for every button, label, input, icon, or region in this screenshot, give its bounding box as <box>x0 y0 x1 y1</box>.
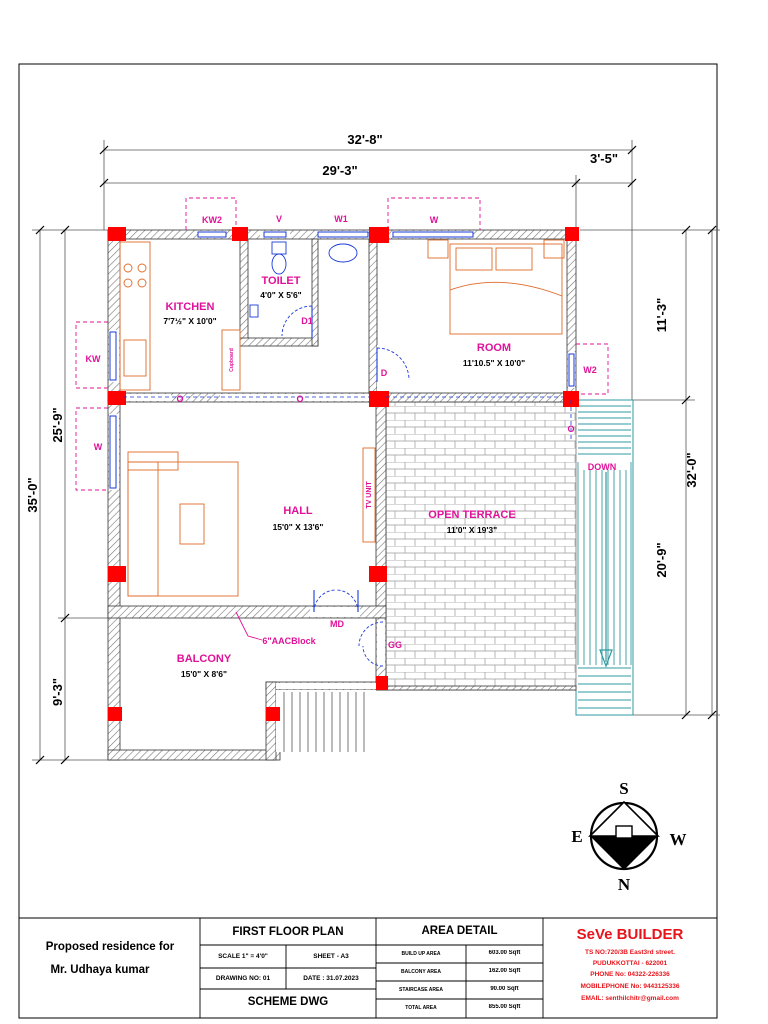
label-cupboard: Cupboard <box>229 348 235 372</box>
label-o1: O <box>176 394 183 404</box>
area-row-value: 603.00 Sqft <box>488 950 521 956</box>
dim-left-upper: 25'-9" <box>50 407 65 442</box>
area-row-value: 855.00 Sqft <box>488 1004 521 1010</box>
scheme-label: SCHEME DWG <box>247 996 329 1008</box>
label-md: MD <box>330 619 344 629</box>
balcony-size: 15'0" X 8'6" <box>181 669 227 679</box>
dim-stair-width: 3'-5" <box>590 151 618 166</box>
room-size: 11'10.5" X 10'0" <box>463 358 525 368</box>
builder-address-line2: PUDUKKOTTAI - 622001 <box>592 960 668 967</box>
label-w-hall: W <box>94 442 103 452</box>
terrace-name: OPEN TERRACE <box>428 509 515 521</box>
kitchen-counter <box>119 241 151 391</box>
label-kw2: KW2 <box>202 215 222 225</box>
aac-leader <box>235 611 263 641</box>
kitchen-name: KITCHEN <box>166 301 215 313</box>
kitchen-size: 7'7½" X 10'0" <box>163 316 216 326</box>
dim-overall-width: 32'-8" <box>347 132 382 147</box>
compass-n: N <box>618 875 631 894</box>
dim-left-lower: 9'-3" <box>50 678 65 706</box>
plan-title: FIRST FLOOR PLAN <box>232 926 344 938</box>
door-swings <box>281 305 410 667</box>
label-w1: W1 <box>334 214 348 224</box>
compass-e: E <box>571 827 582 846</box>
label-gg: GG <box>388 640 402 650</box>
dim-right-lower: 20'-9" <box>654 542 669 577</box>
hall-sofa-rug <box>127 461 239 597</box>
sheet-border <box>18 63 718 1019</box>
title-block-grid <box>199 918 544 1018</box>
dim-left-total: 35'-0" <box>25 477 40 512</box>
staircase-outline <box>575 399 634 716</box>
label-w-room: W <box>430 215 439 225</box>
label-v: V <box>276 214 282 224</box>
cupboard <box>221 329 241 391</box>
staircase-treads <box>578 405 631 709</box>
client-name: Mr. Udhaya kumar <box>50 964 150 976</box>
sheet-field: SHEET - A3 <box>313 953 349 960</box>
hall-size: 15'0" X 13'6" <box>273 522 324 532</box>
lower-stair-treads <box>283 692 365 752</box>
tv-unit <box>362 447 376 543</box>
window-projections <box>75 197 609 491</box>
proposed-label: Proposed residence for <box>45 941 175 953</box>
area-detail-title: AREA DETAIL <box>421 925 498 937</box>
window-frames <box>109 231 575 489</box>
area-row-value: 162.00 Sqft <box>488 968 521 974</box>
staircase-flight <box>577 462 632 665</box>
date-field: DATE : 31.07.2023 <box>303 975 359 982</box>
label-o3: O <box>567 424 574 434</box>
area-row-value: 90.00 Sqft <box>490 986 519 992</box>
compass-s: S <box>619 779 628 798</box>
compass-w: W <box>670 830 687 849</box>
builder-name: SeVe BUILDER <box>576 926 684 943</box>
dim-right-upper: 11'-3" <box>654 298 669 333</box>
terrace-floor <box>385 401 577 691</box>
builder-mobile: MOBILEPHONE No: 9443125336 <box>580 983 680 990</box>
area-row-label: BALCONY AREA <box>400 969 441 975</box>
furniture <box>119 239 565 597</box>
label-down: DOWN <box>588 462 617 472</box>
area-row-label: TOTAL AREA <box>405 1005 437 1011</box>
columns <box>108 227 579 721</box>
scale-field: SCALE 1" = 4'0" <box>218 953 268 960</box>
label-o2: O <box>296 394 303 404</box>
drawing-no-field: DRAWING NO: 01 <box>215 975 271 982</box>
room-name: ROOM <box>477 342 511 354</box>
opening-lines <box>123 396 572 440</box>
down-arrow-icon <box>599 649 613 668</box>
toilet-fixtures <box>249 241 358 318</box>
label-d1: D1 <box>301 316 313 326</box>
area-row-label: STAIRCASE AREA <box>399 987 443 993</box>
dim-right-total: 32'-0" <box>684 452 699 487</box>
hall-name: HALL <box>283 505 313 517</box>
builder-email: EMAIL: senthilchitr@gmail.com <box>581 995 679 1002</box>
bed <box>449 243 563 335</box>
north-compass-icon <box>588 800 660 871</box>
builder-phone: PHONE No: 04322-226336 <box>590 971 670 978</box>
balcony-name: BALCONY <box>177 653 232 665</box>
terrace-size: 11'0" X 19'3" <box>447 525 497 535</box>
label-w2: W2 <box>583 365 597 375</box>
toilet-size: 4'0" X 5'6" <box>260 290 301 300</box>
label-tv-unit: TV UNIT <box>366 481 373 509</box>
label-kw: KW <box>86 354 101 364</box>
area-row-label: BUILD UP AREA <box>401 951 441 957</box>
toilet-name: TOILET <box>262 275 301 287</box>
door-leaves <box>311 306 378 612</box>
label-aac-block: 6"AACBlock <box>262 636 316 646</box>
builder-address-line1: TS NO:720/3B East3rd street. <box>585 949 675 956</box>
dim-main-width: 29'-3" <box>322 163 357 178</box>
label-d: D <box>381 368 388 378</box>
